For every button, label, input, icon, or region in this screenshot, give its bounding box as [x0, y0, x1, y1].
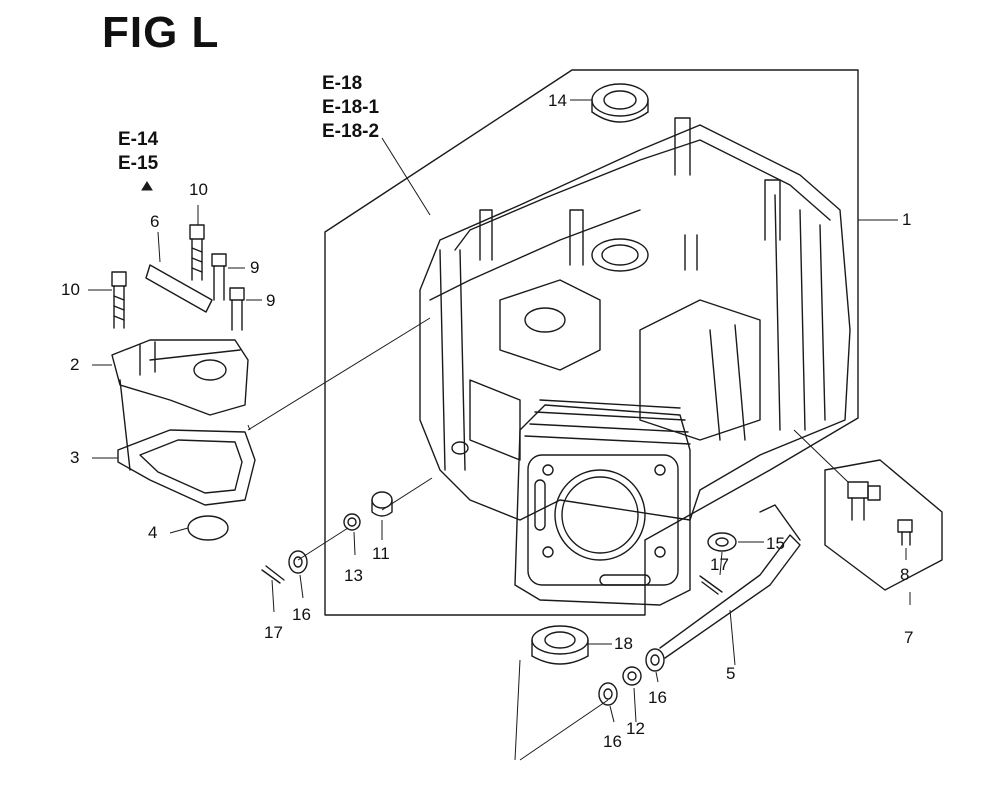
callout-16-lower: 16 — [603, 732, 622, 751]
callout-2: 2 — [70, 355, 80, 374]
callout-13: 13 — [344, 566, 363, 585]
callout-11: 11 — [372, 544, 390, 563]
callout-16-left: 16 — [292, 605, 311, 624]
breather-cover — [111, 339, 249, 471]
reference-e14: E-14 E-15 — [118, 128, 158, 176]
dowel-11 — [371, 491, 393, 517]
callout-5: 5 — [726, 664, 736, 683]
callout-9-lower: 9 — [266, 291, 276, 310]
washer-16-lower — [598, 682, 618, 706]
bolt-17-right — [699, 575, 723, 595]
callout-6: 6 — [150, 212, 160, 231]
washer-16-mid — [645, 648, 665, 672]
reference-line: E-14 — [118, 129, 159, 150]
reference-line: E-18 — [322, 73, 363, 94]
nut-12 — [622, 666, 642, 686]
assembly-boundary — [324, 69, 859, 616]
washer-16-left — [288, 550, 308, 574]
callout-14: 14 — [548, 91, 567, 110]
clip-17-left — [261, 565, 285, 584]
reference-line: E-18-1 — [322, 97, 380, 118]
callout-17-right: 17 — [710, 555, 729, 574]
drain-bolt-box — [824, 459, 943, 591]
dipstick-tube — [659, 504, 801, 659]
callout-8: 8 — [900, 565, 910, 584]
callout-1: 1 — [902, 210, 912, 229]
callout-3: 3 — [70, 448, 80, 467]
callout-7: 7 — [904, 628, 914, 647]
flange-bolt-upper — [189, 224, 205, 281]
callout-16-mid: 16 — [648, 688, 667, 707]
callout-4: 4 — [148, 523, 158, 542]
figure-title: FIG L — [102, 8, 220, 57]
callout-10-upper: 10 — [189, 180, 208, 199]
flange-bolt-left — [111, 271, 127, 329]
callout-17-left: 17 — [264, 623, 283, 642]
oil-seal — [591, 83, 649, 123]
reference-e18: E-18 E-18-1 E-18-2 — [322, 72, 379, 144]
breather-gasket — [117, 429, 256, 506]
nut-13 — [343, 513, 361, 531]
callout-18: 18 — [614, 634, 633, 653]
callout-9-upper: 9 — [250, 258, 260, 277]
ball-bearing — [531, 625, 589, 665]
reference-line: E-18-2 — [322, 121, 380, 142]
bolt-9-upper — [211, 253, 227, 301]
drain-bolt-small — [897, 519, 913, 546]
oil-plug — [187, 515, 229, 541]
bolt-9-lower — [229, 287, 245, 331]
crankcase-body — [419, 117, 851, 521]
leader-lines — [88, 99, 911, 761]
cylinder-barrel — [514, 399, 691, 606]
callout-10-left: 10 — [61, 280, 80, 299]
reed-plate — [145, 264, 213, 313]
drain-bolt — [847, 481, 881, 521]
seal-17-right — [707, 532, 737, 552]
reference-line: E-15 — [118, 153, 159, 174]
callout-12: 12 — [626, 719, 645, 738]
callout-15: 15 — [766, 534, 785, 553]
